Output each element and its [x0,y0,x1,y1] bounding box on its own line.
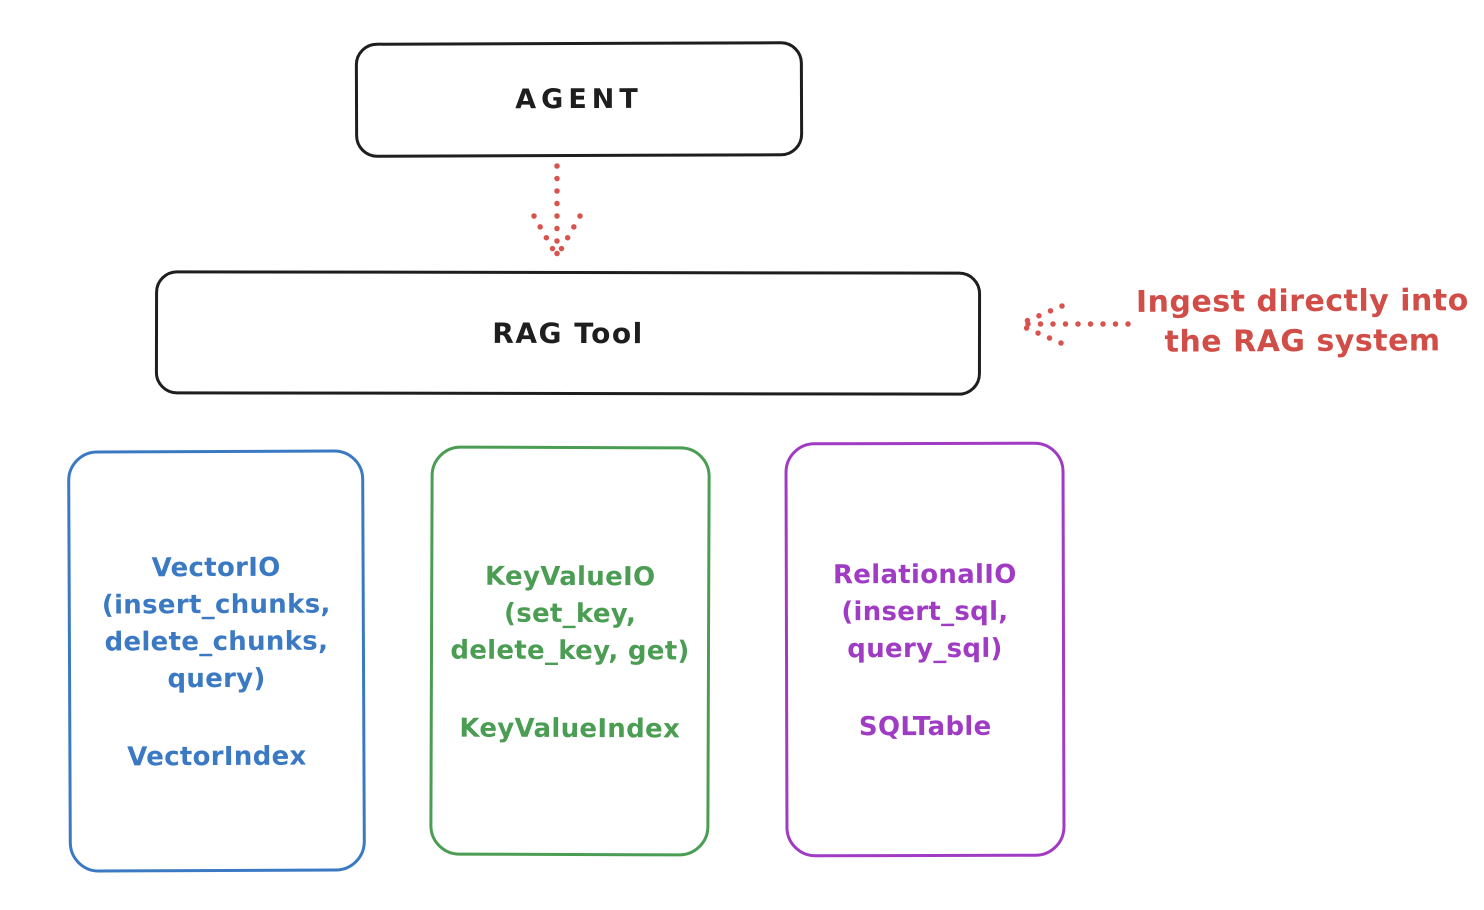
vector-io-box: VectorIO (insert_chunks, delete_chunks, … [67,449,366,873]
rag-tool-box: RAG Tool [154,270,982,396]
keyvalue-io-box: KeyValueIO (set_key, delete_key, get) Ke… [429,445,711,857]
vector-io-methods: VectorIO (insert_chunks, delete_chunks, … [101,552,331,695]
vector-index-label: VectorIndex [127,741,307,773]
arrow-agent-to-rag-tool-icon [531,163,583,261]
rag-tool-label: RAG Tool [492,316,644,350]
relational-io-box: RelationalIO (insert_sql, query_sql) SQL… [784,441,1066,858]
annotation-ingest-note: Ingest directly into the RAG system [1130,281,1475,363]
keyvalue-index-label: KeyValueIndex [459,713,681,744]
keyvalue-io-methods: KeyValueIO (set_key, delete_key, get) [450,561,690,666]
relational-io-methods: RelationalIO (insert_sql, query_sql) [832,559,1017,665]
arrow-annotation-to-rag-tool-icon [1021,303,1131,346]
annotation-line-2: the RAG system [1164,323,1441,360]
sql-table-label: SQLTable [858,711,992,743]
annotation-line-1: Ingest directly into [1135,283,1469,320]
agent-box: AGENT [354,41,804,158]
agent-label: AGENT [515,83,643,116]
